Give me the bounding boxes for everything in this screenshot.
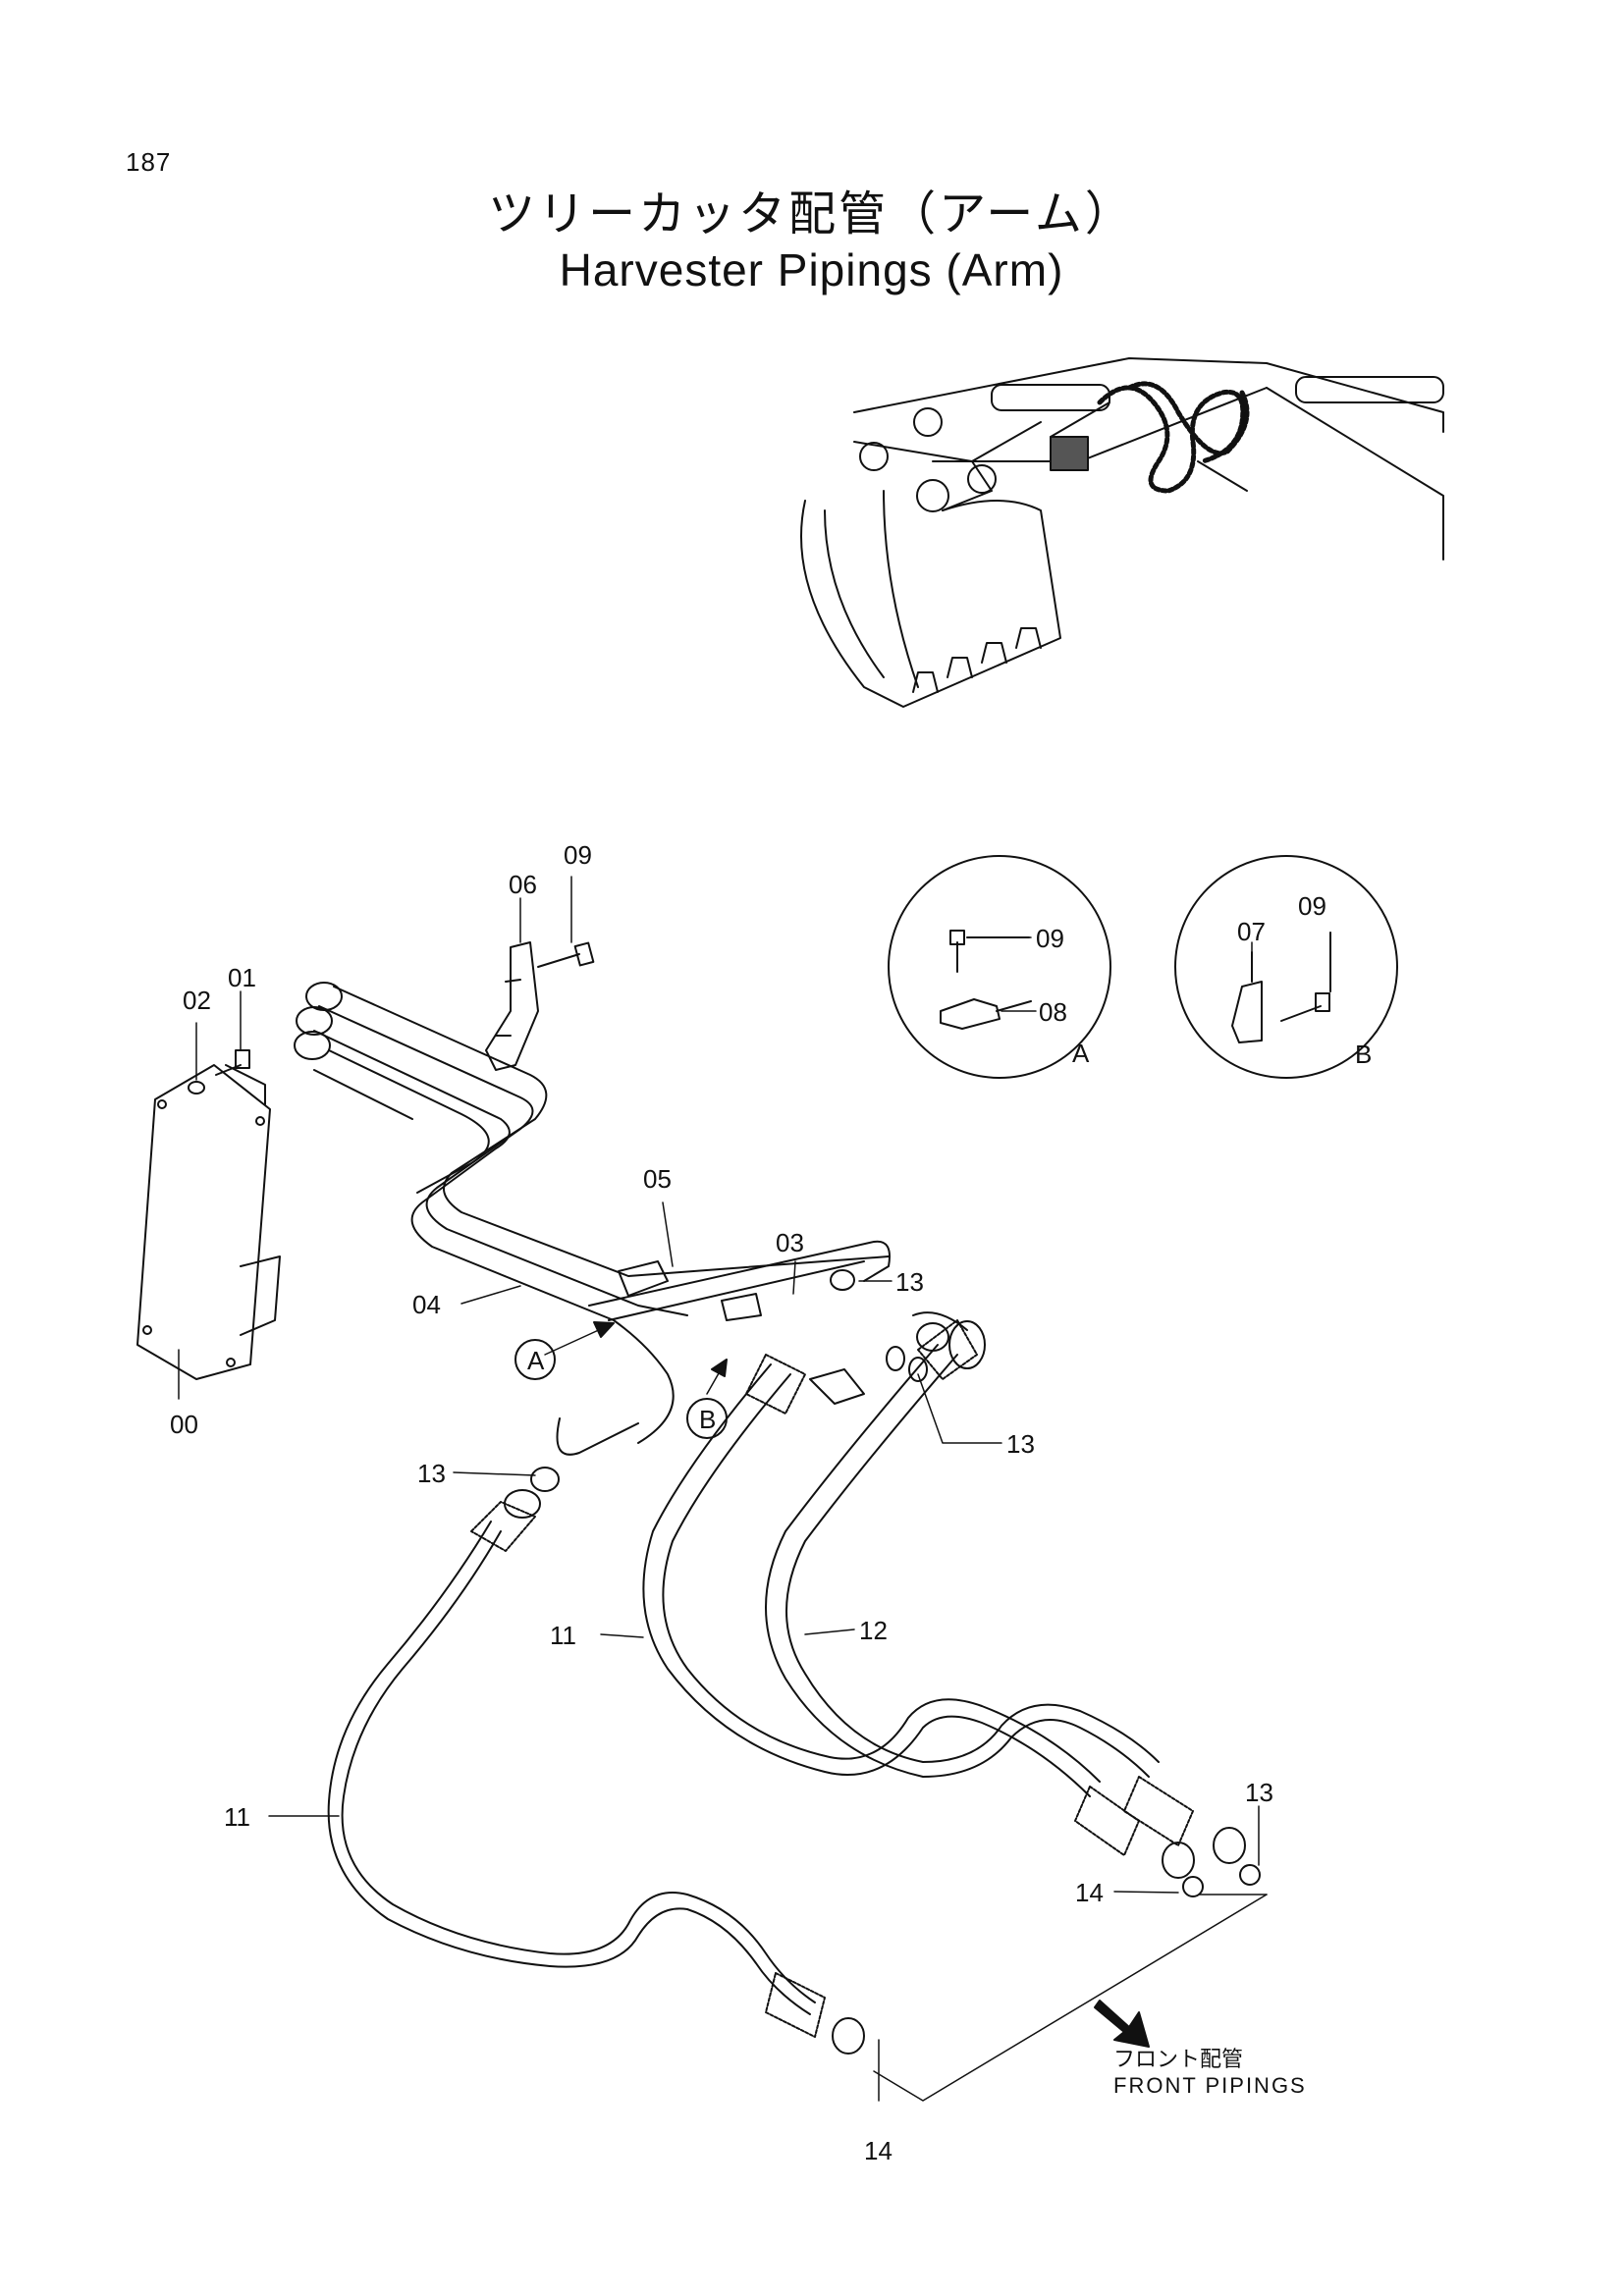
front-pipings-note-japanese: フロント配管 bbox=[1113, 2048, 1244, 2072]
detail-a-label: A bbox=[1072, 1039, 1090, 1068]
callout-labels: 09 06 01 02 05 03 13 04 00 13 13 11 12 1… bbox=[170, 840, 1372, 2165]
piping-assembly bbox=[136, 941, 1261, 2055]
callout-14-right: 14 bbox=[1075, 1878, 1104, 1907]
reference-a: A bbox=[527, 1346, 545, 1375]
callout-00: 00 bbox=[170, 1410, 198, 1439]
callout-13-upper: 13 bbox=[895, 1267, 924, 1297]
front-pipings-note-english: FRONT PIPINGS bbox=[1113, 2073, 1307, 2098]
detail-a-callout-08: 08 bbox=[1039, 997, 1067, 1027]
mounting-plate bbox=[136, 1064, 271, 1380]
detail-b-callout-07: 07 bbox=[1237, 917, 1266, 946]
detail-b-callout-09: 09 bbox=[1298, 891, 1326, 921]
callout-11-long: 11 bbox=[224, 1802, 250, 1832]
callout-13-lower: 13 bbox=[1245, 1778, 1273, 1807]
callout-03: 03 bbox=[776, 1228, 804, 1257]
callout-06: 06 bbox=[509, 870, 537, 899]
callout-01: 01 bbox=[228, 963, 256, 992]
detail-a-callout-09: 09 bbox=[1036, 924, 1064, 953]
overview-arm-illustration bbox=[800, 357, 1444, 708]
callout-02: 02 bbox=[183, 986, 211, 1015]
detail-b-label: B bbox=[1355, 1040, 1372, 1069]
page-title-english: Harvester Pipings (Arm) bbox=[559, 244, 1064, 295]
callout-05: 05 bbox=[643, 1164, 672, 1194]
callout-14-bottom: 14 bbox=[864, 2136, 893, 2165]
callout-13-left: 13 bbox=[417, 1459, 446, 1488]
hose-11-long bbox=[341, 1530, 816, 2003]
callout-04: 04 bbox=[412, 1290, 441, 1319]
callout-09-top: 09 bbox=[564, 840, 592, 870]
page-title-japanese: ツリーカッタ配管（アーム） bbox=[488, 187, 1135, 241]
callout-13-right: 13 bbox=[1006, 1429, 1035, 1459]
callout-12: 12 bbox=[859, 1616, 888, 1645]
reference-b: B bbox=[699, 1405, 716, 1434]
callout-11-middle: 11 bbox=[550, 1621, 576, 1650]
page-number: 187 bbox=[126, 147, 172, 177]
